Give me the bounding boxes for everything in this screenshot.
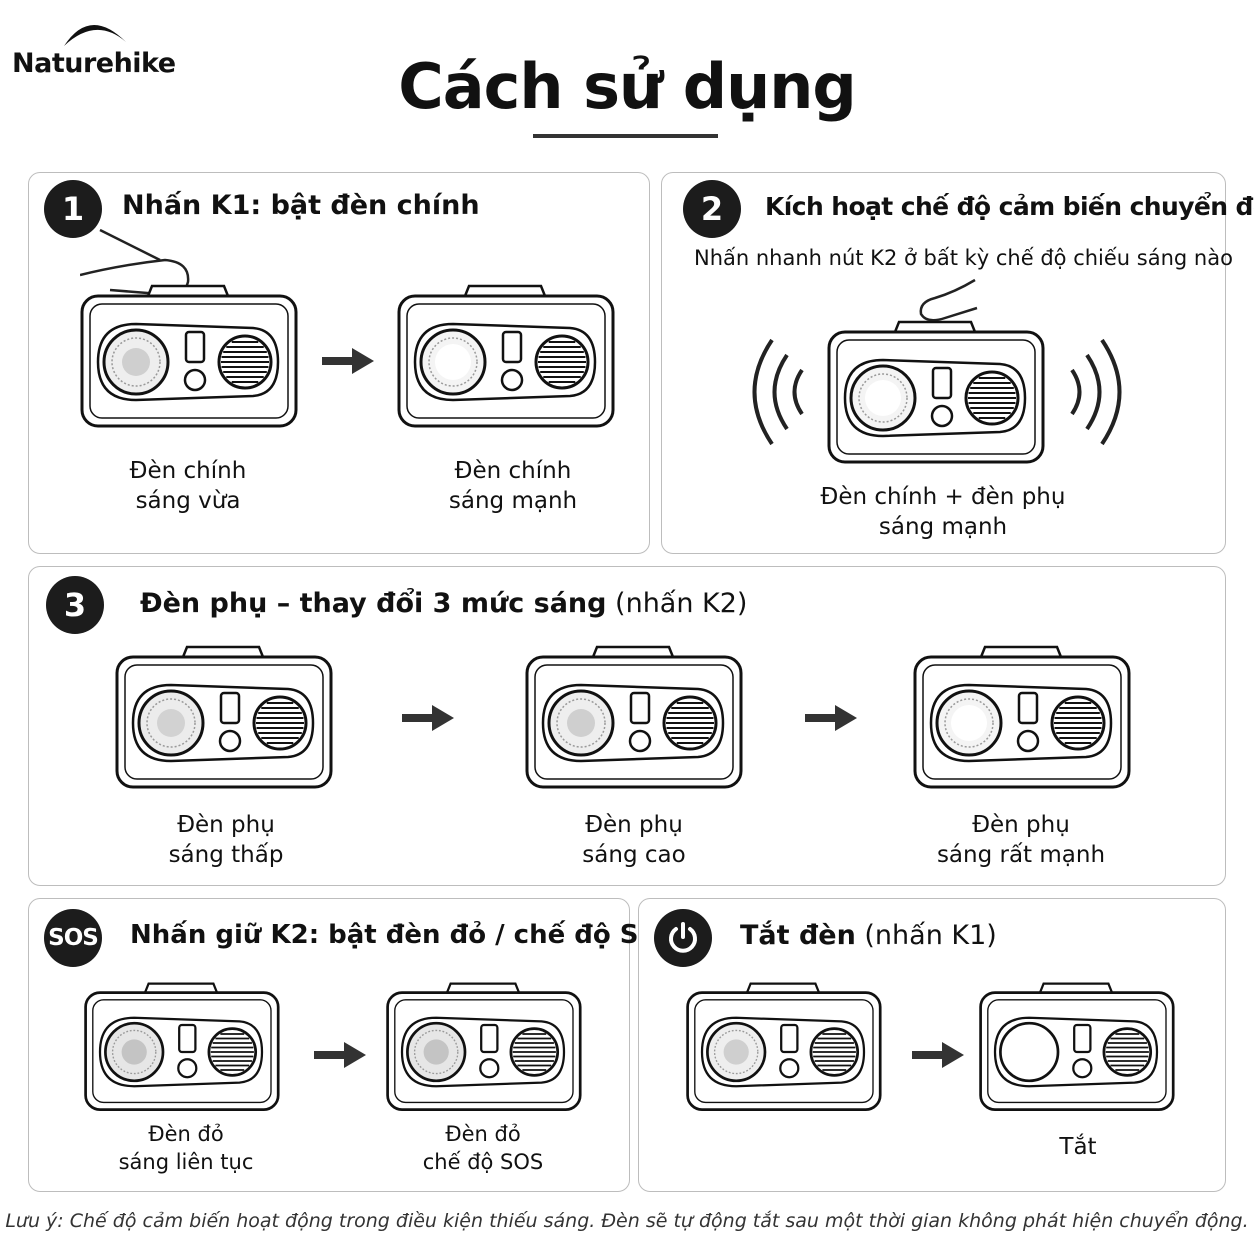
headlamp-aux-low: [113, 643, 335, 797]
headlamp-strong: [395, 282, 617, 436]
panel-1-title: Nhấn K1: bật đèn chính: [122, 190, 480, 221]
motion-waves-left-icon: [752, 338, 804, 446]
headlamp-medium: [78, 282, 300, 436]
sos-badge: SOS: [44, 909, 102, 967]
finger-press-icon: [919, 278, 978, 322]
motion-waves-right-icon: [1070, 338, 1122, 446]
arrow-right-icon: [312, 1040, 368, 1074]
step-badge-1: 1: [44, 180, 102, 238]
panel-3-title: Đèn phụ – thay đổi 3 mức sáng (nhấn K2): [140, 588, 748, 619]
arrow-right-icon: [910, 1040, 966, 1074]
arrow-right-icon: [320, 346, 376, 380]
headlamp-on: [684, 980, 884, 1119]
power-icon: [654, 909, 712, 967]
panel-2-subtitle: Nhấn nhanh nút K2 ở bất kỳ chế độ chiếu …: [694, 246, 1233, 270]
arrow-right-icon: [400, 703, 456, 737]
headlamp-red-sos: [384, 980, 584, 1119]
mountain-icon: [64, 24, 126, 46]
headlamp-off: [977, 980, 1177, 1119]
caption-off: Tắt: [1059, 1134, 1097, 1160]
brand-name: Naturehike: [12, 48, 176, 79]
panel-5-title: Tắt đèn (nhấn K1): [740, 920, 997, 951]
title-underline: [533, 134, 718, 138]
headlamp-aux-very-high: [911, 643, 1133, 797]
panel-2-title: Kích hoạt chế độ cảm biến chuyển động: [765, 192, 1254, 221]
brand-logo: Naturehike: [12, 12, 176, 82]
step-badge-3: 3: [46, 576, 104, 634]
step-badge-2: 2: [683, 180, 741, 238]
headlamp-aux-high: [523, 643, 745, 797]
headlamp-red-steady: [82, 980, 282, 1119]
page-title: Cách sử dụng: [398, 50, 856, 123]
headlamp-motion: [825, 318, 1047, 472]
footnote: Lưu ý: Chế độ cảm biến hoạt động trong đ…: [5, 1210, 1249, 1232]
panel-4-title: Nhấn giữ K2: bật đèn đỏ / chế độ SOS: [130, 920, 680, 950]
arrow-right-icon: [803, 703, 859, 737]
